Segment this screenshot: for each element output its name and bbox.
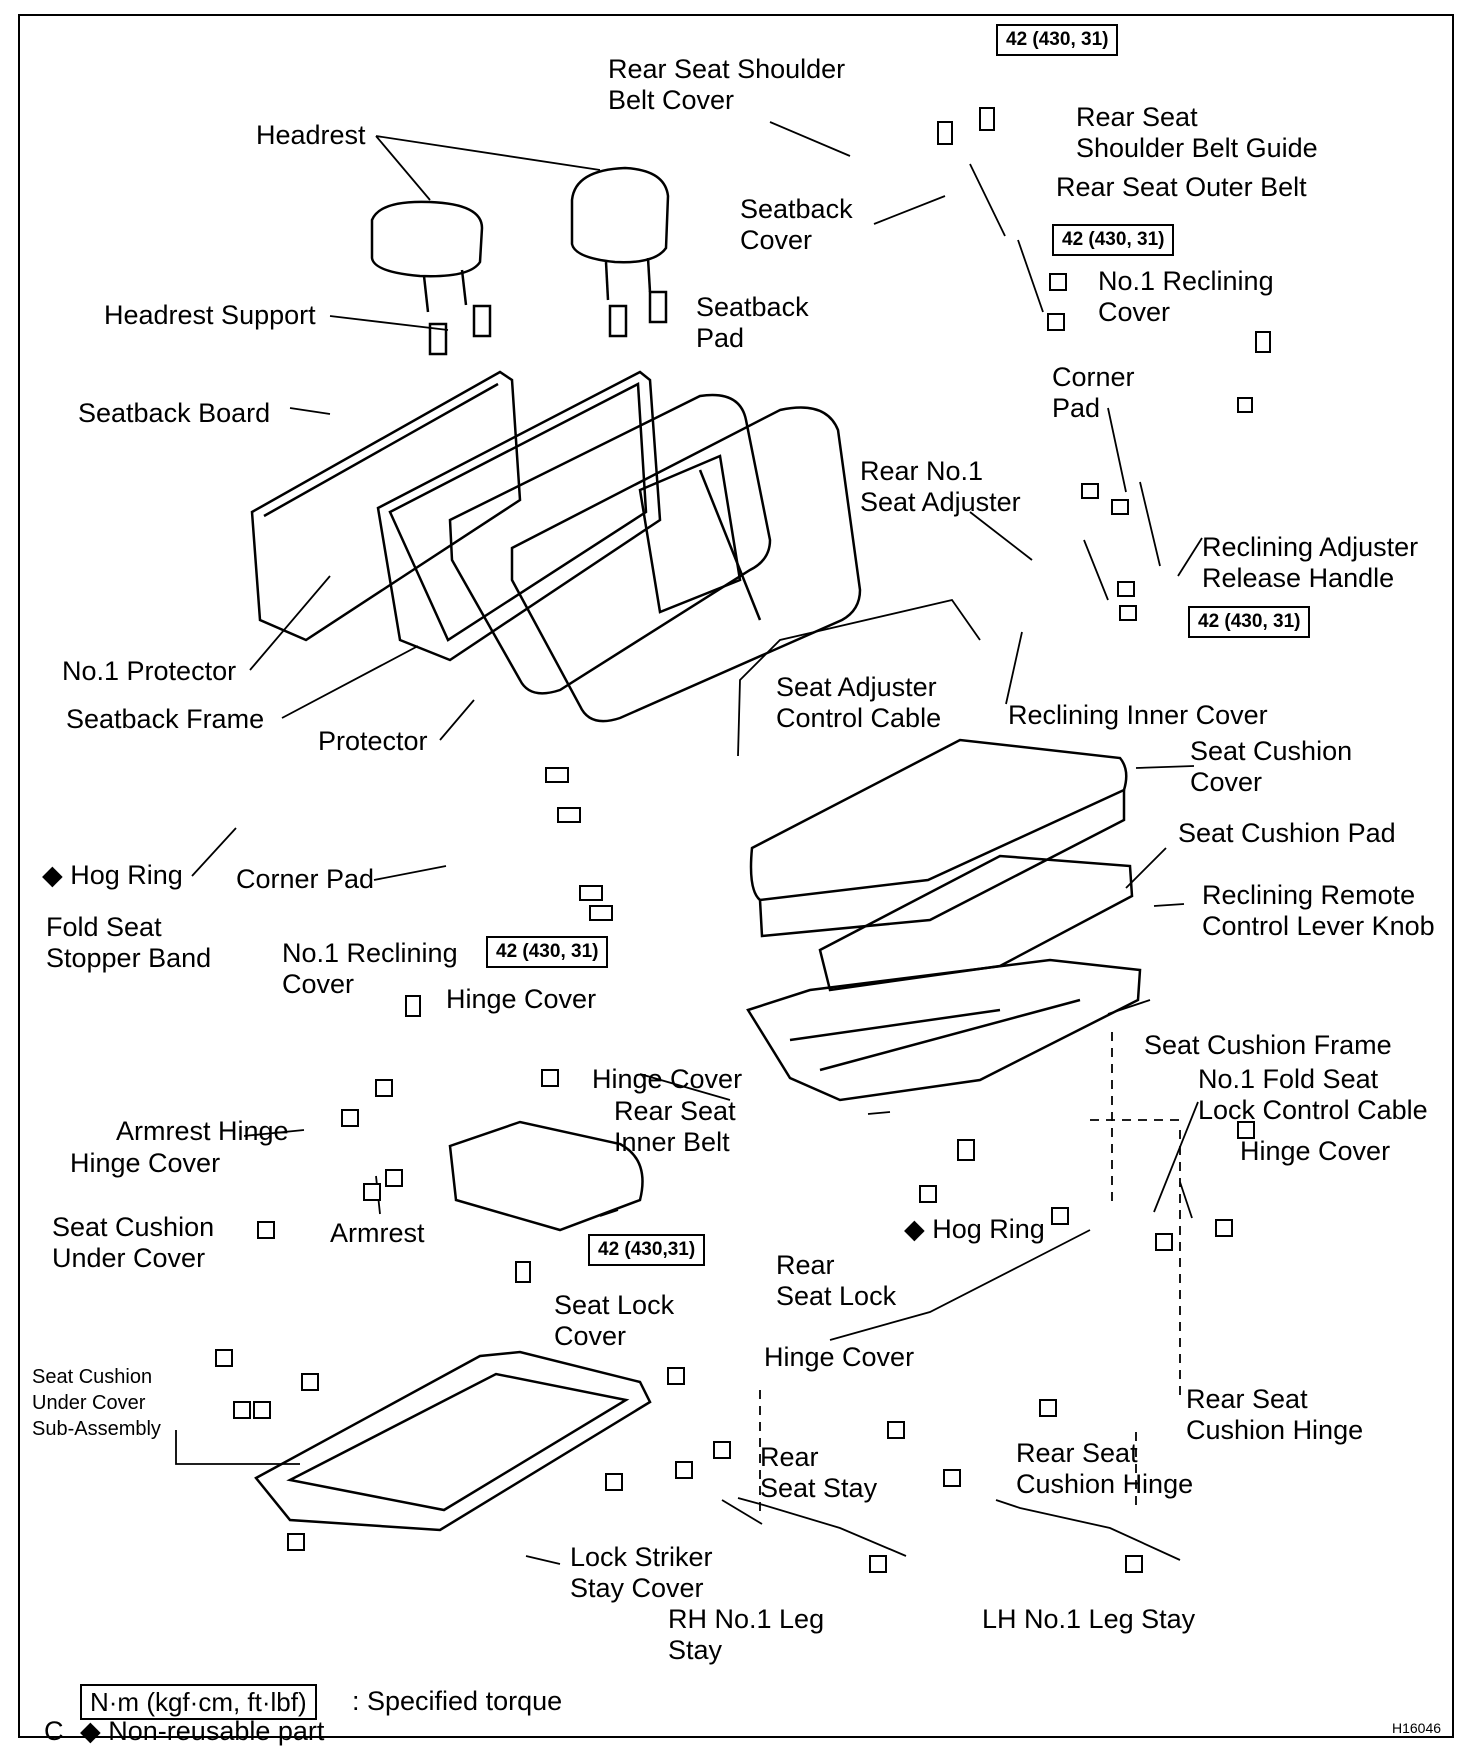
label-no1-reclining-cover-left: No.1 Reclining Cover xyxy=(282,938,458,999)
corner-letter: C xyxy=(44,1716,64,1746)
seatback-pad xyxy=(448,393,772,695)
seat-cushion-frame xyxy=(746,958,1142,1102)
label-seat-cushion-under-cover: Seat Cushion Under Cover xyxy=(52,1212,215,1273)
label-rear-seat-lock: Rear Seat Lock xyxy=(776,1250,897,1311)
seat-adjuster-control-cable-drawing xyxy=(737,598,981,757)
label-reclining-remote-control-lever-knob: Reclining Remote Control Lever Knob xyxy=(1202,880,1435,941)
label-reclining-inner-cover: Reclining Inner Cover xyxy=(1008,700,1268,730)
legend-torque-unit-box: N·m (kgf·cm, ft·lbf) xyxy=(80,1684,317,1720)
seatback-board xyxy=(250,370,522,642)
armrest-part xyxy=(448,1120,644,1232)
under-cover-sub-assembly xyxy=(254,1350,652,1532)
label-no1-fold-seat-lock-control-cable: No.1 Fold Seat Lock Control Cable xyxy=(1198,1064,1428,1125)
label-seat-cushion-pad: Seat Cushion Pad xyxy=(1178,818,1396,848)
label-seat-cushion-under-cover-sub-assembly: Seat Cushion Under Cover Sub-Assembly xyxy=(32,1366,161,1440)
lh-leg-stay-drawing xyxy=(995,1499,1181,1561)
label-corner-pad-left: Corner Pad xyxy=(236,864,375,894)
label-hinge-cover-2: Hinge Cover xyxy=(592,1064,743,1094)
label-rh-no1-leg-stay: RH No.1 Leg Stay xyxy=(668,1604,825,1665)
label-headrest-support: Headrest Support xyxy=(104,300,316,330)
assembly-dashed-lines xyxy=(759,1032,1181,1512)
label-seat-cushion-cover: Seat Cushion Cover xyxy=(1190,736,1353,797)
label-seatback-board: Seatback Board xyxy=(78,398,271,428)
label-seatback-pad: Seatback Pad xyxy=(696,292,809,353)
label-seatback-cover: Seatback Cover xyxy=(740,194,853,255)
label-rear-seat-outer-belt: Rear Seat Outer Belt xyxy=(1056,172,1307,202)
torque-spec-reclining-cover: 42 (430, 31) xyxy=(1052,224,1175,256)
seat-cushion-cover xyxy=(749,738,1128,938)
label-armrest-hinge: Armrest Hinge xyxy=(116,1116,289,1146)
seat-cushion-pad xyxy=(818,854,1134,992)
label-fold-seat-stopper-band: Fold Seat Stopper Band xyxy=(46,912,212,973)
torque-spec-left-adjuster: 42 (430, 31) xyxy=(486,936,609,968)
label-hinge-cover-4: Hinge Cover xyxy=(1240,1136,1391,1166)
headrest-right xyxy=(570,166,670,301)
seatback-frame xyxy=(376,370,662,662)
label-lh-no1-leg-stay: LH No.1 Leg Stay xyxy=(982,1604,1196,1634)
label-protector: Protector xyxy=(318,726,428,756)
label-hog-ring-left: ◆ Hog Ring xyxy=(42,860,183,890)
rh-leg-stay-drawing xyxy=(737,1497,907,1557)
torque-spec-seat-adjuster: 42 (430, 31) xyxy=(1188,606,1311,638)
label-rear-seat-cushion-hinge-mid: Rear Seat Cushion Hinge xyxy=(1016,1438,1194,1499)
torque-spec-inner-belt: 42 (430,31) xyxy=(588,1234,706,1266)
diagram-frame xyxy=(18,14,1454,1738)
headrest-support-parts xyxy=(428,290,668,356)
label-rear-seat-inner-belt: Rear Seat Inner Belt xyxy=(614,1096,736,1157)
label-rear-seat-shoulder-belt-guide: Rear Seat Shoulder Belt Guide xyxy=(1076,102,1318,163)
hog-ring-right-text: Hog Ring xyxy=(932,1214,1045,1244)
nonreusable-diamond-icon: ◆ xyxy=(80,1716,101,1746)
figure-id: H16046 xyxy=(1392,1720,1442,1736)
label-seat-lock-cover: Seat Lock Cover xyxy=(554,1290,675,1351)
bolt-fasteners xyxy=(215,107,1271,1573)
headrest-left xyxy=(370,200,484,313)
label-hinge-cover-3: Hinge Cover xyxy=(70,1148,221,1178)
label-hinge-cover-1: Hinge Cover xyxy=(446,984,597,1014)
label-armrest: Armrest xyxy=(330,1218,425,1248)
legend-torque-desc: : Specified torque xyxy=(352,1686,563,1716)
label-lock-striker-stay-cover: Lock Striker Stay Cover xyxy=(570,1542,713,1603)
label-seat-adjuster-control-cable: Seat Adjuster Control Cable xyxy=(776,672,942,733)
label-seatback-frame: Seatback Frame xyxy=(66,704,265,734)
label-hinge-cover-5: Hinge Cover xyxy=(764,1342,915,1372)
torque-spec-top: 42 (430, 31) xyxy=(996,24,1119,56)
label-headrest: Headrest xyxy=(256,120,366,150)
label-rear-seat-stay: Rear Seat Stay xyxy=(760,1442,878,1503)
label-corner-pad-top: Corner Pad xyxy=(1052,362,1135,423)
label-seat-cushion-frame: Seat Cushion Frame xyxy=(1144,1030,1392,1060)
label-no1-reclining-cover-top: No.1 Reclining Cover xyxy=(1098,266,1274,327)
label-rear-no1-seat-adjuster: Rear No.1 Seat Adjuster xyxy=(860,456,1021,517)
fold-seat-lock-control-cable-drawing xyxy=(829,1229,1091,1341)
label-rear-seat-cushion-hinge-right: Rear Seat Cushion Hinge xyxy=(1186,1384,1364,1445)
legend-nonreusable: ◆ Non-reusable part xyxy=(80,1716,324,1747)
legend-nonreusable-text: Non-reusable part xyxy=(108,1716,325,1746)
hog-ring-left-text: Hog Ring xyxy=(70,860,183,890)
label-rear-seat-shoulder-belt-cover: Rear Seat Shoulder Belt Cover xyxy=(608,54,846,115)
seatback-cover xyxy=(510,406,862,723)
leader-lines xyxy=(175,121,1203,1565)
label-reclining-adjuster-release-handle: Reclining Adjuster Release Handle xyxy=(1202,532,1419,593)
label-no1-protector: No.1 Protector xyxy=(62,656,237,686)
label-hog-ring-right: ◆ Hog Ring xyxy=(904,1214,1045,1244)
